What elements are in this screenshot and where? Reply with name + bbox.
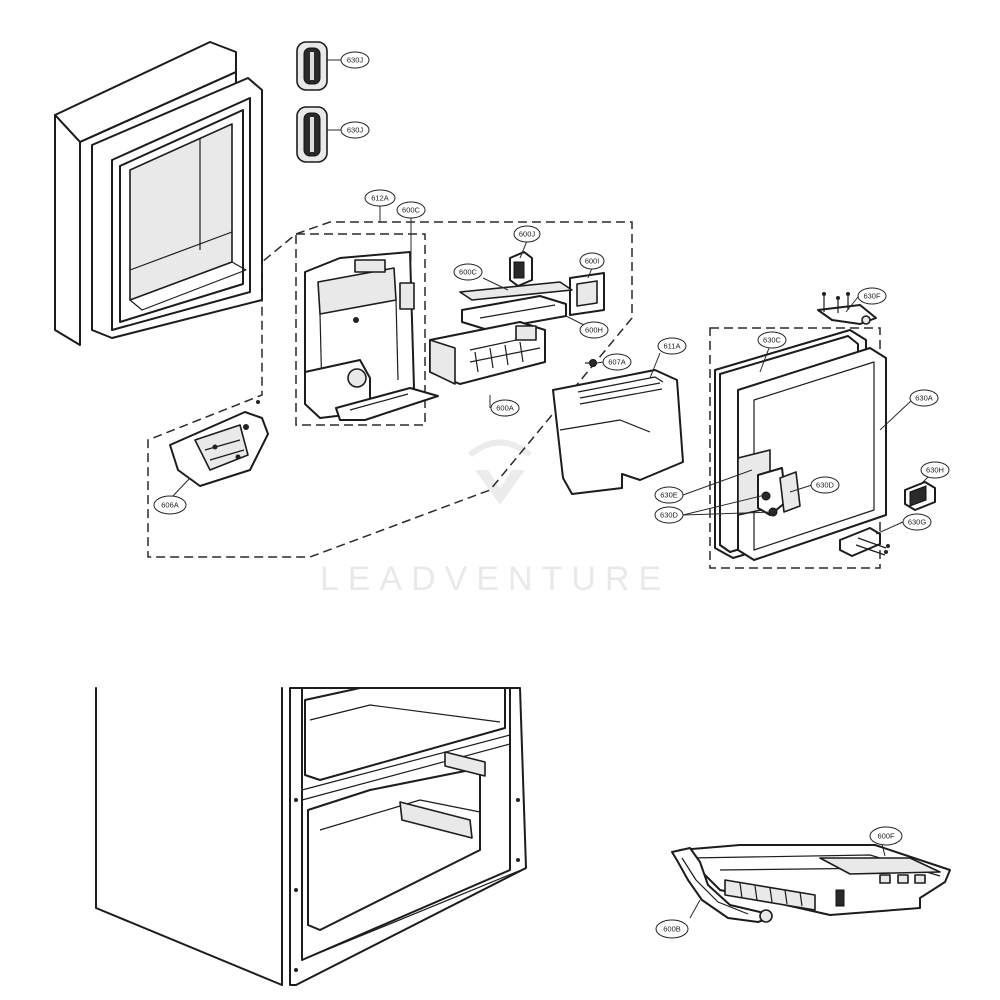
callout-label: 600C (459, 268, 478, 277)
callout-label: 600C (402, 206, 421, 215)
callout-label: 600A (496, 404, 514, 413)
callout-611a: 611A (657, 337, 687, 355)
callout-label: 630D (816, 481, 835, 490)
icemaker-cover-611a (552, 369, 684, 495)
hinge-cover-630j-top (296, 41, 328, 91)
screw-607a (585, 359, 597, 367)
callout-600f: 600F (869, 826, 903, 846)
dispenser-housing (54, 41, 263, 346)
callout-630j-bottom: 630J (340, 121, 370, 139)
callout-630h: 630H (920, 461, 950, 479)
callout-label: 630C (763, 336, 782, 345)
callout-label: 630J (347, 126, 364, 135)
callout-label: 630G (908, 518, 927, 527)
callout-600j: 600J (513, 225, 541, 243)
callout-630d-right: 630D (810, 476, 840, 494)
callout-label: 630E (660, 491, 678, 500)
callout-630e: 630E (654, 486, 684, 504)
callout-600c-bracket: 600C (396, 201, 426, 219)
icemaker-assembly-outline (147, 221, 633, 558)
door-panel-630a (737, 347, 887, 561)
callout-630j-top: 630J (340, 51, 370, 69)
callout-label: 612A (371, 194, 389, 203)
callout-600b: 600B (655, 919, 689, 939)
ice-tray-assembly (671, 844, 951, 923)
watermark: LEADVENTURE (320, 439, 670, 598)
callout-630c: 630C (757, 331, 787, 349)
callout-label: 630J (347, 56, 364, 65)
callout-630d-left: 630D (654, 506, 684, 524)
callout-label: 630A (915, 394, 933, 403)
callout-label: 600H (585, 326, 603, 335)
callout-label: 611A (664, 342, 681, 351)
callout-label: 600F (877, 832, 895, 841)
callout-label: 630F (863, 292, 881, 301)
callout-label: 630D (660, 511, 679, 520)
icemaker-unit-600a (429, 321, 546, 385)
callout-600h: 600H (579, 321, 609, 339)
callout-630g: 630G (902, 513, 932, 531)
icemaker-bracket-600c (304, 251, 439, 421)
hinge-630f (817, 292, 877, 325)
leader-lines (171, 59, 936, 919)
watermark-text: LEADVENTURE (320, 560, 670, 598)
callout-600i: 600I (579, 252, 605, 270)
watermark-logo-icon (468, 439, 532, 505)
callout-600c-tray: 600C (453, 263, 483, 281)
callout-612a: 612A (364, 189, 396, 207)
hinge-cover-630j-bottom (296, 106, 328, 163)
callout-label: 600I (585, 257, 600, 266)
door-part-630g (839, 527, 890, 557)
callout-607a: 607A (602, 353, 632, 371)
callout-label: 606A (161, 501, 179, 510)
callout-label: 607A (608, 358, 626, 367)
door-frame-outline (709, 327, 881, 569)
callout-label: 600J (519, 230, 536, 239)
callout-606a: 606A (153, 495, 187, 515)
callout-630a: 630A (909, 389, 939, 407)
door-part-630h (904, 481, 936, 511)
callout-600a: 600A (490, 399, 520, 417)
bracket-606a (169, 400, 269, 487)
callout-label: 630H (926, 466, 944, 475)
icemaker-part-600j (509, 251, 533, 287)
icemaker-cover-600i (569, 272, 605, 316)
refrigerator-cabinet (95, 687, 527, 986)
callout-label: 600B (663, 925, 681, 934)
callout-630f: 630F (857, 287, 887, 305)
